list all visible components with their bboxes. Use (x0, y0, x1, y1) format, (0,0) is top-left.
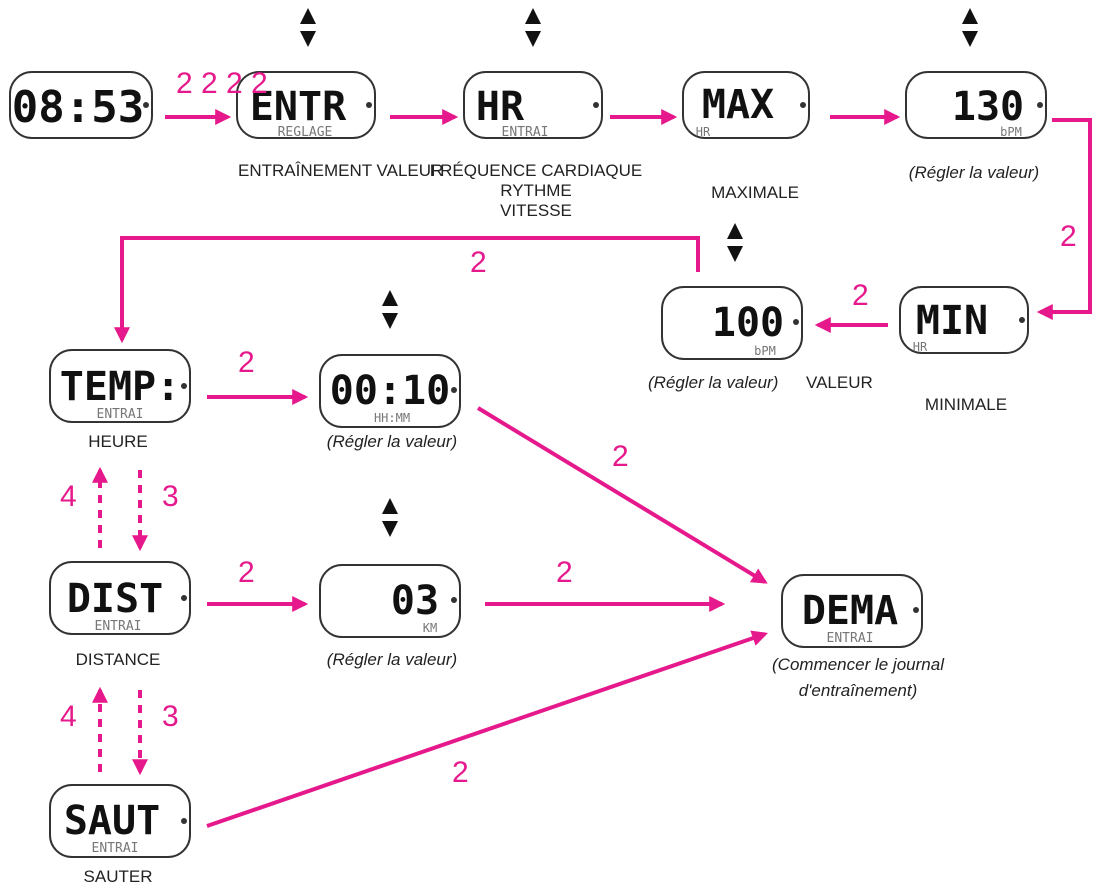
up-down-adjust-icon (962, 8, 978, 47)
label-temp-up: 4 (60, 480, 77, 513)
lcd-max-display: MAX HR (682, 71, 810, 139)
lcd-sub-text: ENTRAI (95, 619, 142, 634)
label-distval-to-start: 2 (556, 556, 573, 589)
caption-start-line1: (Commencer le journal (772, 655, 945, 674)
lcd-min-display: MIN HR (899, 286, 1029, 354)
lcd-main-text: SAUT (64, 798, 160, 844)
label-to-min-val: 2 (852, 279, 869, 312)
lcd-min-value-display: 100 bPM (661, 286, 803, 360)
lcd-sub-text: HH:MM (374, 411, 410, 425)
caption-hr-line1: FRÉQUENCE CARDIAQUE (430, 161, 643, 180)
caption-max: MAXIMALE (711, 183, 799, 202)
lcd-sub-text: ENTRAI (97, 407, 144, 422)
arrow-saut-to-start (206, 630, 769, 828)
lcd-sub-text: bPM (1000, 125, 1022, 139)
lcd-main-text: 08:53 (12, 82, 144, 133)
lcd-entr-display: ENTR REGLAGE (236, 71, 376, 140)
label-temp-down: 3 (162, 480, 179, 513)
lcd-sub-text: HR (696, 125, 711, 139)
lcd-main-text: DEMA (802, 588, 898, 634)
lcd-sub-text: ENTRAI (827, 631, 874, 646)
lcd-sub-text: HR (913, 340, 928, 354)
button-labels: 2 2 2 2 2 2 2 2 2 4 3 2 2 4 3 2 (60, 67, 1077, 789)
caption-hr-line2: RYTHME (500, 181, 571, 200)
lcd-main-text: DIST (67, 576, 163, 622)
lcd-hr-display: HR ENTRAI (463, 71, 603, 140)
lcd-main-text: HR (476, 84, 525, 130)
up-down-adjust-icon (525, 8, 541, 47)
label-saut-to-start: 2 (452, 756, 469, 789)
captions: ENTRAÎNEMENT VALEUR FRÉQUENCE CARDIAQUE … (76, 161, 1040, 886)
label-tempval-to-start: 2 (612, 440, 629, 473)
label-top-row: 2 2 2 2 (176, 67, 268, 100)
caption-entr: ENTRAÎNEMENT VALEUR (238, 161, 443, 180)
arrow-tempval-to-start (476, 406, 768, 584)
label-temp-to-val: 2 (238, 346, 255, 379)
lcd-start-display: DEMA ENTRAI (781, 574, 923, 648)
caption-start-line2: d'entraînement) (799, 681, 918, 700)
caption-dist-val: (Régler la valeur) (327, 650, 457, 669)
up-down-adjust-icon (382, 290, 398, 329)
label-dist-down: 3 (162, 700, 179, 733)
lcd-time-display: 08:53 (9, 71, 153, 139)
caption-saut: SAUTER (84, 867, 153, 886)
caption-min: MINIMALE (925, 395, 1007, 414)
lcd-saut-display: SAUT ENTRAI (49, 784, 191, 858)
lcd-main-text: 03 (391, 578, 439, 624)
caption-hr-line3: VITESSE (500, 201, 572, 220)
caption-temp: HEURE (88, 432, 148, 451)
arrow-minval-to-temp (114, 236, 700, 344)
lcd-sub-text: KM (423, 621, 437, 635)
caption-min-val-italic: (Régler la valeur) (648, 373, 778, 392)
lcd-main-text: MAX (702, 82, 774, 128)
lcd-sub-text: ENTRAI (502, 125, 549, 140)
lcd-temp-display: TEMP: ENTRAI (49, 349, 191, 423)
up-down-adjust-icon (382, 498, 398, 537)
arrow-maxval-to-min (1036, 118, 1092, 320)
label-back-left: 2 (470, 246, 487, 279)
label-dist-up: 4 (60, 700, 77, 733)
caption-dist: DISTANCE (76, 650, 161, 669)
label-dist-to-val: 2 (238, 556, 255, 589)
up-down-adjust-icon (727, 223, 743, 262)
lcd-dist-display: DIST ENTRAI (49, 561, 191, 635)
lcd-max-value-display: 130 bPM (905, 71, 1047, 139)
lcd-main-text: ENTR (250, 84, 347, 130)
lcd-sub-text: REGLAGE (278, 125, 333, 140)
lcd-main-text: 100 (712, 300, 784, 346)
lcd-main-text: TEMP: (60, 364, 180, 410)
nav-arrows (92, 466, 148, 776)
flow-arrows (114, 109, 1092, 828)
caption-temp-val: (Régler la valeur) (327, 432, 457, 451)
lcd-sub-text: ENTRAI (92, 841, 139, 856)
lcd-dist-value-display: 03 KM (319, 564, 461, 638)
lcd-main-text: 130 (952, 84, 1024, 130)
caption-min-val-plain: VALEUR (806, 373, 873, 392)
lcd-temp-value-display: 00:10 HH:MM (319, 354, 461, 428)
caption-max-val: (Régler la valeur) (909, 163, 1039, 182)
lcd-main-text: 00:10 (330, 368, 450, 414)
lcd-sub-text: bPM (754, 344, 776, 358)
label-right-down: 2 (1060, 220, 1077, 253)
up-down-adjust-icon (300, 8, 316, 47)
lcd-main-text: MIN (916, 298, 988, 344)
